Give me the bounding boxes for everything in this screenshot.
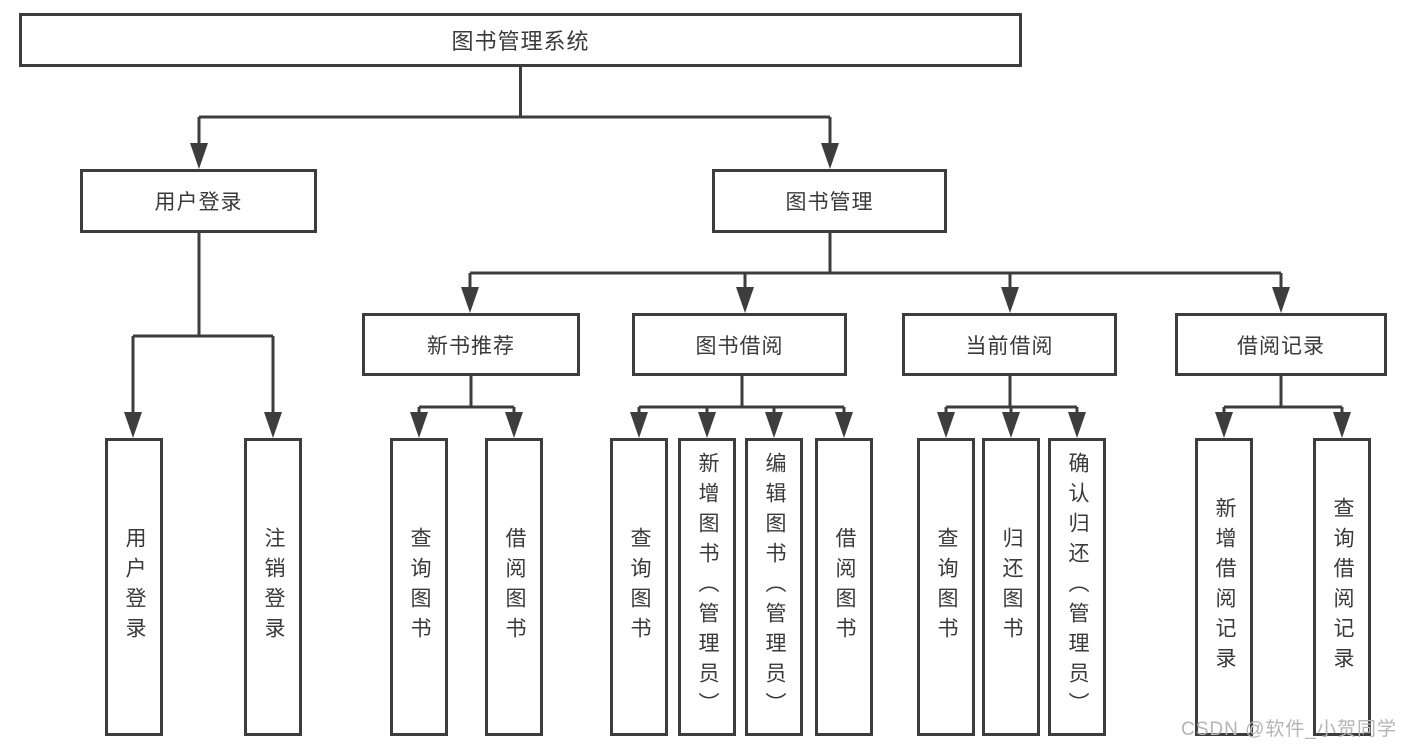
node-query-borrow-record: 查询借阅记录 <box>1313 438 1371 736</box>
node-borrow-books-leaf: 借阅图书 <box>815 438 873 736</box>
node-book-borrow: 图书借阅 <box>632 313 847 376</box>
watermark: CSDN @软件_小贺同学 <box>1181 719 1397 740</box>
node-user-login-leaf: 用户登录 <box>105 438 163 736</box>
node-edit-book-admin: 编辑图书（管理员） <box>745 438 803 736</box>
node-query-books-recommend: 查询图书 <box>390 438 448 736</box>
node-add-book-admin: 新增图书（管理员） <box>678 438 736 736</box>
node-query-books-current: 查询图书 <box>917 438 975 736</box>
node-add-borrow-record: 新增借阅记录 <box>1195 438 1253 736</box>
node-query-books-borrow: 查询图书 <box>610 438 668 736</box>
node-user-login: 用户登录 <box>80 169 317 233</box>
node-borrow-books-recommend: 借阅图书 <box>485 438 543 736</box>
node-logout-leaf: 注销登录 <box>244 438 302 736</box>
node-new-book-recommend: 新书推荐 <box>362 313 580 376</box>
node-confirm-return-admin: 确认归还（管理员） <box>1048 438 1106 736</box>
node-library-management-system: 图书管理系统 <box>19 13 1022 67</box>
node-return-book: 归还图书 <box>982 438 1040 736</box>
node-current-borrow: 当前借阅 <box>902 313 1117 376</box>
node-book-management: 图书管理 <box>712 169 947 233</box>
node-borrow-records: 借阅记录 <box>1175 313 1387 376</box>
